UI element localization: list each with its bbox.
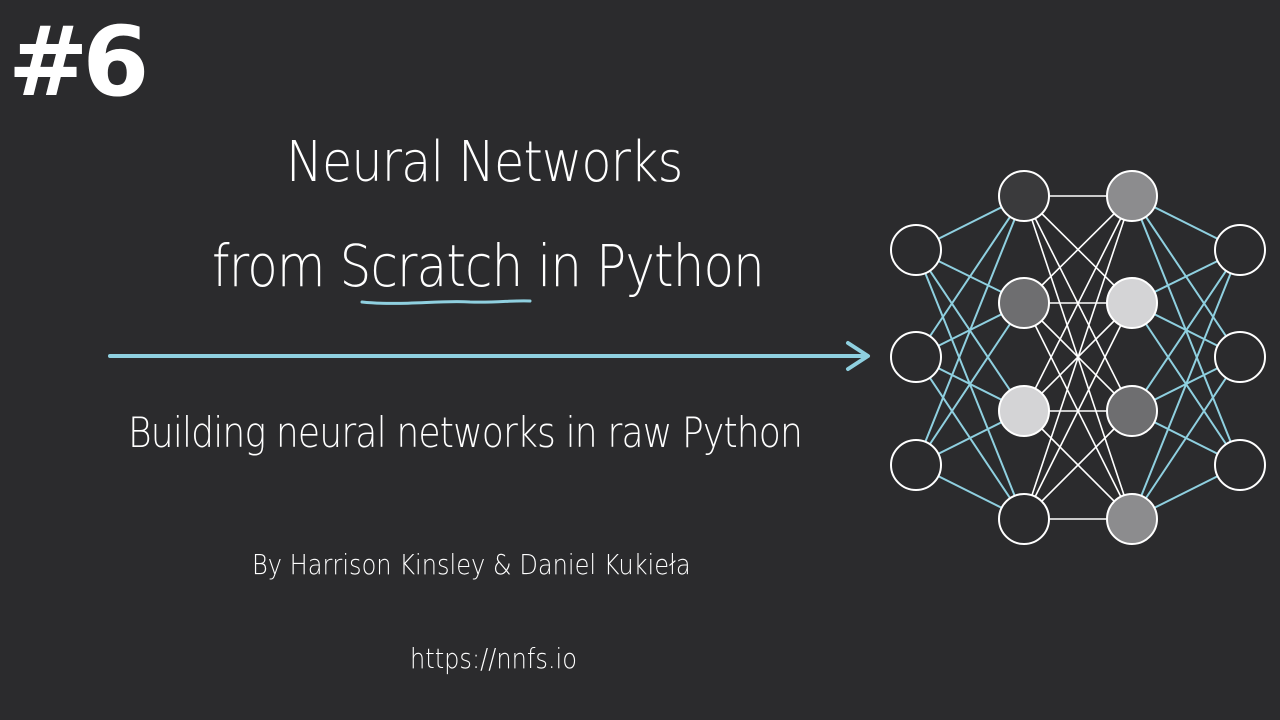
network-connection — [915, 249, 1025, 412]
network-node — [890, 439, 942, 491]
network-connection — [1023, 195, 1133, 520]
network-connection — [1131, 302, 1241, 358]
neural-network-diagram — [890, 170, 1266, 545]
network-connection — [1131, 249, 1241, 520]
website-url: https://nnfs.io — [410, 642, 577, 675]
network-node — [1214, 331, 1266, 383]
network-connection — [915, 249, 1025, 304]
network-connection — [915, 356, 1025, 520]
subtitle: Building neural networks in raw Python — [128, 408, 803, 457]
network-connection — [1131, 195, 1241, 358]
title-line-1: Neural Networks — [286, 130, 683, 195]
network-connection — [1131, 410, 1241, 466]
episode-number: #6 — [8, 6, 149, 118]
network-node — [890, 331, 942, 383]
network-connection — [1023, 410, 1133, 520]
network-node — [1106, 493, 1158, 545]
network-connection — [915, 410, 1025, 466]
network-connection — [1023, 302, 1133, 412]
scratch-underline — [360, 299, 532, 305]
network-connection — [1023, 410, 1133, 520]
network-connection — [1023, 302, 1133, 412]
network-connection — [915, 356, 1025, 412]
network-connection — [1023, 195, 1133, 304]
network-connection — [915, 195, 1025, 358]
title-highlight-word: Scratch — [339, 232, 524, 300]
network-connection — [1023, 302, 1133, 520]
network-connection — [1023, 302, 1133, 520]
network-connection — [915, 302, 1025, 466]
network-connection — [915, 464, 1025, 520]
network-connection — [1131, 464, 1241, 520]
network-node — [998, 170, 1050, 222]
title-line-2: from Scratch in Python — [212, 232, 765, 300]
network-connection — [1131, 356, 1241, 520]
network-connection — [915, 195, 1025, 251]
network-connection — [1131, 195, 1241, 466]
network-node — [998, 385, 1050, 437]
network-node — [890, 224, 942, 276]
network-connection — [1023, 195, 1133, 304]
network-connection — [915, 195, 1025, 466]
network-nodes — [890, 170, 1266, 545]
network-connection — [915, 249, 1025, 520]
title-line-2-suffix: in Python — [522, 232, 764, 300]
network-node — [1106, 170, 1158, 222]
network-connection — [1131, 249, 1241, 412]
network-connection — [1131, 356, 1241, 412]
network-connection — [1023, 195, 1133, 520]
network-connection — [1131, 195, 1241, 251]
network-node — [1214, 439, 1266, 491]
title-line-2-prefix: from — [212, 232, 340, 300]
network-connection — [1131, 302, 1241, 466]
arrow-head — [846, 341, 870, 371]
network-node — [998, 277, 1050, 329]
authors: By Harrison Kinsley & Daniel Kukieła — [252, 548, 691, 581]
network-node — [1106, 277, 1158, 329]
network-connection — [915, 302, 1025, 358]
network-connection — [1023, 195, 1133, 412]
network-connection — [1131, 249, 1241, 304]
network-node — [1214, 224, 1266, 276]
arrow — [108, 341, 870, 371]
network-node — [998, 493, 1050, 545]
network-connections — [915, 195, 1241, 520]
network-connection — [1023, 195, 1133, 412]
network-node — [1106, 385, 1158, 437]
